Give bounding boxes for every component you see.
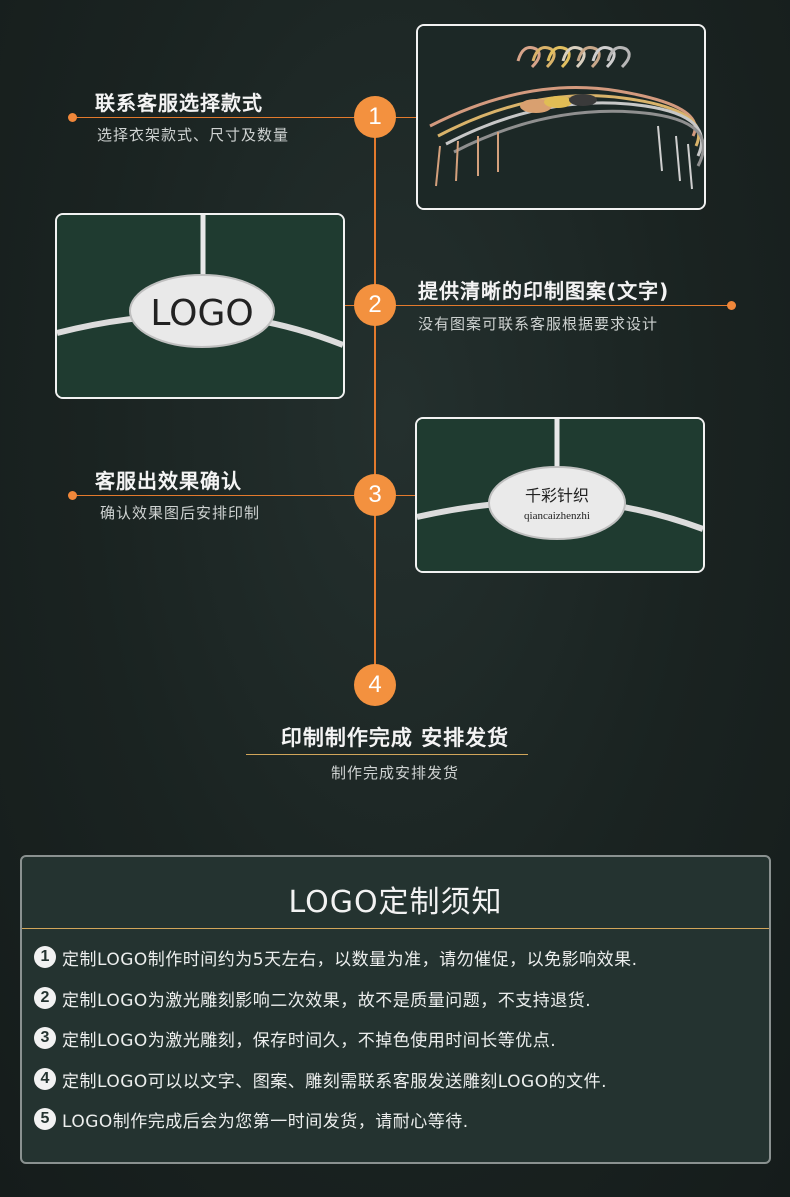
brand-tag-pinyin: qiancaizhenzhi [524, 510, 590, 522]
step3-subtitle: 确认效果图后安排印制 [100, 504, 261, 522]
step2-title: 提供清晰的印制图案(文字) [418, 279, 670, 303]
step4-subtitle: 制作完成安排发货 [330, 764, 459, 782]
brand-tag-photo: 千彩针织 qiancaizhenzhi [415, 417, 705, 573]
brand-tag-text: 千彩针织 [525, 486, 589, 505]
hanger-collection-photo [416, 24, 706, 210]
notice-item-text: 定制LOGO为激光雕刻影响二次效果，故不是质量问题，不支持退货. [62, 990, 592, 1011]
step1-title: 联系客服选择款式 [95, 91, 263, 115]
notice-item-number: 2 [34, 987, 56, 1009]
notice-item: 5 LOGO制作完成后会为您第一时间发货，请耐心等待. [34, 1105, 469, 1133]
step2-subtitle: 没有图案可联系客服根据要求设计 [418, 315, 659, 333]
timeline-line [374, 100, 376, 685]
step1-connector [72, 117, 417, 118]
step2-number: 2 [354, 284, 396, 326]
step3-title: 客服出效果确认 [95, 469, 242, 493]
step3-connector [72, 495, 417, 496]
notice-item: 4 定制LOGO可以以文字、图案、雕刻需联系客服发送雕刻LOGO的文件. [34, 1065, 607, 1093]
step1-number: 1 [354, 96, 396, 138]
notice-item: 2 定制LOGO为激光雕刻影响二次效果，故不是质量问题，不支持退货. [34, 984, 591, 1012]
notice-item-number: 3 [34, 1027, 56, 1049]
step1-subtitle: 选择衣架款式、尺寸及数量 [97, 126, 290, 144]
step2-connector [341, 305, 732, 306]
notice-item-number: 1 [34, 946, 56, 968]
step3-number: 3 [354, 474, 396, 516]
step2-dot [727, 301, 736, 310]
logo-tag-photo: LOGO [55, 213, 345, 399]
notice-item-number: 5 [34, 1108, 56, 1130]
notice-item-text: 定制LOGO为激光雕刻，保存时间久，不掉色使用时间长等优点. [62, 1030, 557, 1051]
notice-item-text: 定制LOGO制作时间约为5天左右，以数量为准，请勿催促，以免影响效果. [62, 949, 638, 970]
notice-item-text: 定制LOGO可以以文字、图案、雕刻需联系客服发送雕刻LOGO的文件. [62, 1071, 608, 1092]
step4-number: 4 [354, 664, 396, 706]
notice-item: 3 定制LOGO为激光雕刻，保存时间久，不掉色使用时间长等优点. [34, 1024, 556, 1052]
notice-item-number: 4 [34, 1068, 56, 1090]
notice-item-text: LOGO制作完成后会为您第一时间发货，请耐心等待. [62, 1111, 469, 1132]
logo-tag-text: LOGO [150, 293, 253, 334]
step4-title: 印制制作完成 安排发货 [280, 726, 510, 750]
notice-item: 1 定制LOGO制作时间约为5天左右，以数量为准，请勿催促，以免影响效果. [34, 943, 638, 971]
notice-divider [22, 928, 769, 929]
step3-dot [68, 491, 77, 500]
customization-notice: LOGO定制须知 1 定制LOGO制作时间约为5天左右，以数量为准，请勿催促，以… [20, 855, 771, 1164]
step1-dot [68, 113, 77, 122]
notice-title: LOGO定制须知 [288, 885, 503, 920]
step4-underline [246, 754, 528, 755]
